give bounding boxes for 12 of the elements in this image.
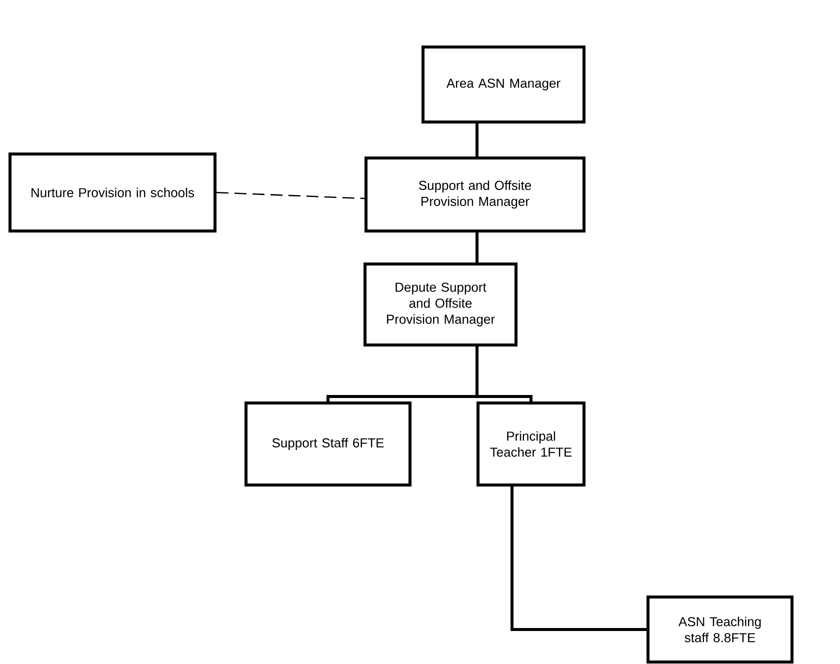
connector-line: [476, 124, 478, 156]
org-box: Depute Support and Offsite Provision Manager: [364, 262, 518, 346]
org-box: Support and Offsite Provision Manager: [364, 156, 586, 232]
connector-line: [476, 346, 532, 402]
org-box: Area ASN Manager: [422, 46, 586, 124]
connector-line: [216, 192, 365, 200]
org-box: ASN Teaching staff 8.8FTE: [646, 596, 794, 664]
org-box: Support Staff 6FTE: [244, 402, 412, 486]
connector-line: [510, 486, 646, 631]
org-box: Principal Teacher 1FTE: [476, 402, 586, 486]
org-box: Nurture Provision in schools: [8, 152, 216, 232]
connector-line: [476, 232, 478, 262]
